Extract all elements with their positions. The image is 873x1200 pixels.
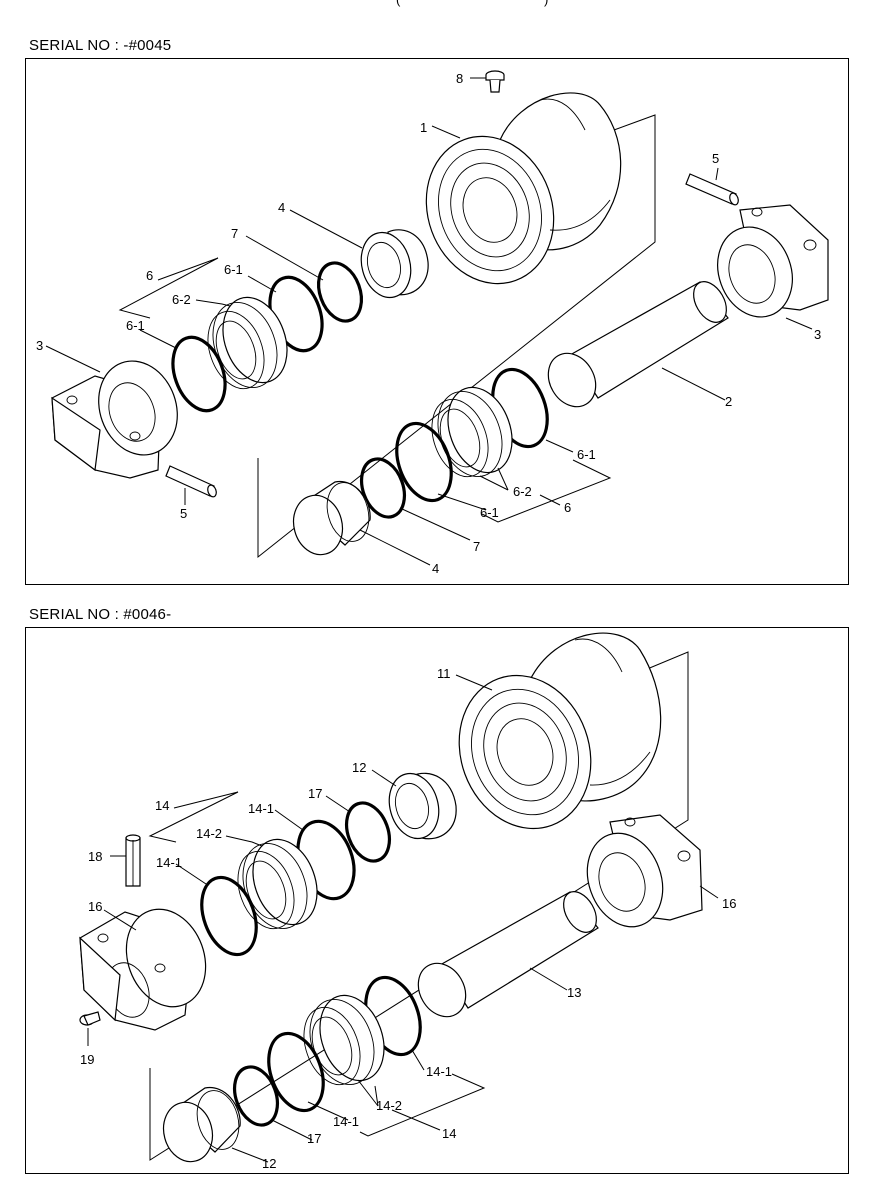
part-label-14-1-a: 14-1 xyxy=(248,801,274,816)
part-label-14-1-c: 14-1 xyxy=(426,1064,452,1079)
o-ring-icon xyxy=(344,801,392,863)
part-label-14-2-b: 14-2 xyxy=(376,1098,402,1113)
part-label-13: 13 xyxy=(567,985,581,1000)
part-label-5-upper: 5 xyxy=(712,151,719,166)
serial-number-label-1: SERIAL NO : -#0045 xyxy=(29,37,172,54)
part-label-6-upper: 6 xyxy=(146,268,153,283)
header-fragment-right: ) xyxy=(544,0,548,7)
part-label-3-right: 3 xyxy=(814,327,821,342)
o-ring-icon xyxy=(316,261,364,323)
part-label-6-1-a: 6-1 xyxy=(224,262,243,277)
seal-ring-icon xyxy=(267,1031,325,1113)
part-label-6-1-c: 6-1 xyxy=(577,447,596,462)
roller-body-icon xyxy=(425,92,622,285)
part-label-6-2-a: 6-2 xyxy=(172,292,191,307)
floating-seal-icon xyxy=(237,838,318,930)
roller-body-icon xyxy=(458,632,662,830)
serial-number-label-2: SERIAL NO : #0046- xyxy=(29,606,172,623)
bracket-icon xyxy=(717,204,829,318)
pin-icon xyxy=(165,465,217,498)
assembly-plane-outline-2 xyxy=(149,651,689,1161)
o-ring-icon xyxy=(232,1065,280,1127)
part-label-5-lower: 5 xyxy=(180,506,187,521)
bushing-icon xyxy=(388,772,457,840)
header-fragment-left: ( xyxy=(396,0,401,7)
part-label-6-1-b: 6-1 xyxy=(126,318,145,333)
part-label-12-upper: 12 xyxy=(352,760,366,775)
part-label-1: 1 xyxy=(420,120,427,135)
seal-ring-icon xyxy=(200,875,258,957)
part-label-3-left: 3 xyxy=(36,338,43,353)
part-label-17-upper: 17 xyxy=(308,786,322,801)
pin-icon xyxy=(125,834,141,887)
pin-icon xyxy=(685,173,739,206)
part-label-14-1-d: 14-1 xyxy=(333,1114,359,1129)
assembly-plane-outline-1 xyxy=(257,114,656,559)
part-label-7-upper: 7 xyxy=(231,226,238,241)
part-label-14-2-a: 14-2 xyxy=(196,826,222,841)
exploded-diagram-panel-1 xyxy=(25,58,849,585)
part-label-4-upper: 4 xyxy=(278,200,285,215)
part-label-6-2-b: 6-2 xyxy=(513,484,532,499)
part-label-16-right: 16 xyxy=(722,896,736,911)
o-ring-icon xyxy=(359,457,407,519)
seal-ring-icon xyxy=(171,335,227,413)
floating-seal-icon xyxy=(303,994,385,1086)
floating-seal-icon xyxy=(207,296,288,390)
exploded-diagram-1: 8 1 5 4 7 6 6-1 6-2 6-1 3 3 2 6-1 6-2 6-… xyxy=(36,70,829,576)
floating-seal-icon xyxy=(431,386,513,478)
bracket-icon xyxy=(586,814,703,928)
part-label-14-lower: 14 xyxy=(442,1126,456,1141)
bushing-icon xyxy=(292,480,371,556)
part-label-19: 19 xyxy=(80,1052,94,1067)
shaft-icon xyxy=(547,281,729,408)
part-label-18: 18 xyxy=(88,849,102,864)
part-label-12-lower: 12 xyxy=(262,1156,276,1171)
bolt-icon xyxy=(79,1011,101,1026)
seal-ring-icon xyxy=(395,421,453,503)
part-label-17-lower: 17 xyxy=(307,1131,321,1146)
part-label-2: 2 xyxy=(725,394,732,409)
part-label-6-lower: 6 xyxy=(564,500,571,515)
exploded-diagram-panel-2 xyxy=(25,627,849,1174)
part-label-4-lower: 4 xyxy=(432,561,439,576)
part-label-7-lower: 7 xyxy=(473,539,480,554)
bushing-icon xyxy=(162,1086,241,1163)
bracket-icon xyxy=(79,908,207,1031)
part-label-16-left: 16 xyxy=(88,899,102,914)
part-label-11: 11 xyxy=(437,666,451,681)
header-cutoff: ( ) xyxy=(396,0,548,7)
part-label-14-1-b: 14-1 xyxy=(156,855,182,870)
part-label-14-upper: 14 xyxy=(155,798,169,813)
bushing-icon xyxy=(360,229,429,299)
bracket-icon xyxy=(51,360,178,479)
part-label-8: 8 xyxy=(456,71,463,86)
shaft-icon xyxy=(417,891,599,1018)
part-label-6-1-d: 6-1 xyxy=(480,505,499,520)
